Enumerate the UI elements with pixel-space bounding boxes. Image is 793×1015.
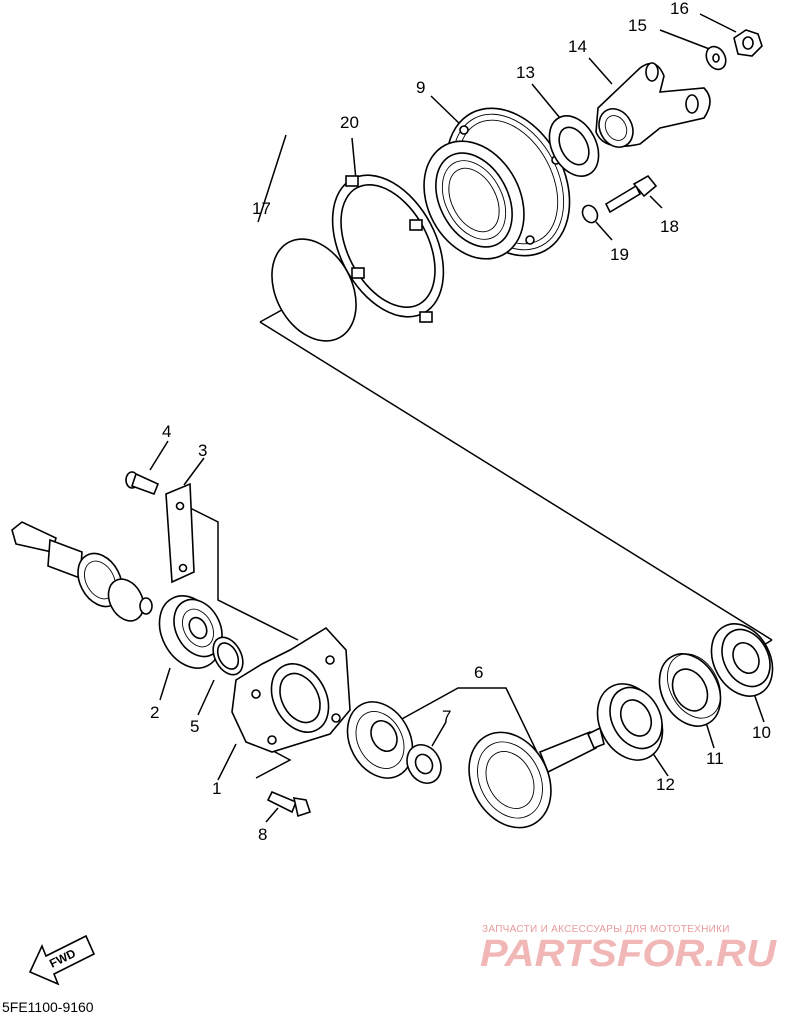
watermark-brand: PARTSFOR.RU	[480, 933, 778, 975]
callout-8: 8	[258, 825, 267, 844]
leader-lines	[149, 13, 773, 823]
callout-18: 18	[660, 217, 679, 236]
callout-4: 4	[162, 422, 171, 441]
part-7-nut	[406, 744, 442, 784]
part-5-o-ring	[212, 636, 244, 676]
part-13-spacer-ring	[548, 115, 600, 177]
part-11-threaded-ring	[658, 653, 722, 727]
part-9-bearing-housing	[423, 107, 571, 260]
part-2-bearing	[158, 595, 223, 669]
part-19-small-washer	[581, 204, 599, 224]
callout-labels: 1 2 3 4 5 6 7 8 9 10 11 12 13 14 15 16 1…	[150, 0, 771, 844]
part-18-bolt	[604, 174, 658, 214]
part-1-flange-housing	[231, 626, 351, 753]
callout-17: 17	[252, 199, 271, 218]
callout-16: 16	[670, 0, 689, 18]
callout-6: 6	[474, 663, 483, 682]
callout-15: 15	[628, 16, 647, 35]
callout-12: 12	[656, 775, 675, 794]
callout-3: 3	[198, 441, 207, 460]
part-10-bearing	[710, 623, 774, 697]
part-12-bearing	[596, 683, 664, 761]
watermark-tagline: ЗАПЧАСТИ И АКСЕССУАРЫ ДЛЯ МОТОТЕХНИКИ	[482, 924, 730, 935]
diagram-part-code: 5FE1100-9160	[2, 999, 94, 1015]
callout-1: 1	[212, 779, 221, 798]
part-14-yoke	[595, 62, 711, 148]
callout-10: 10	[752, 723, 771, 742]
callout-19: 19	[610, 245, 629, 264]
callout-5: 5	[190, 717, 199, 736]
callout-2: 2	[150, 703, 159, 722]
callout-7: 7	[442, 707, 451, 726]
callout-14: 14	[568, 37, 587, 56]
part-6-ring-gear	[468, 726, 605, 829]
callout-9: 9	[416, 78, 425, 97]
part-4-screw	[125, 471, 160, 496]
part-3-bracket-plate	[165, 482, 195, 584]
callout-11: 11	[706, 749, 724, 768]
part-20-shim-plate	[331, 174, 445, 323]
forward-direction-arrow: FWD	[28, 934, 96, 986]
callout-13: 13	[516, 63, 535, 82]
callout-20: 20	[340, 113, 359, 132]
part-15-washer	[705, 45, 727, 71]
watermark: ЗАПЧАСТИ И АКСЕССУАРЫ ДЛЯ МОТОТЕХНИКИ PA…	[480, 924, 778, 975]
part-6-bevel-gear	[346, 701, 414, 779]
output-shaft	[11, 521, 153, 622]
part-8-bolt	[266, 790, 312, 818]
part-16-nut	[733, 29, 763, 57]
